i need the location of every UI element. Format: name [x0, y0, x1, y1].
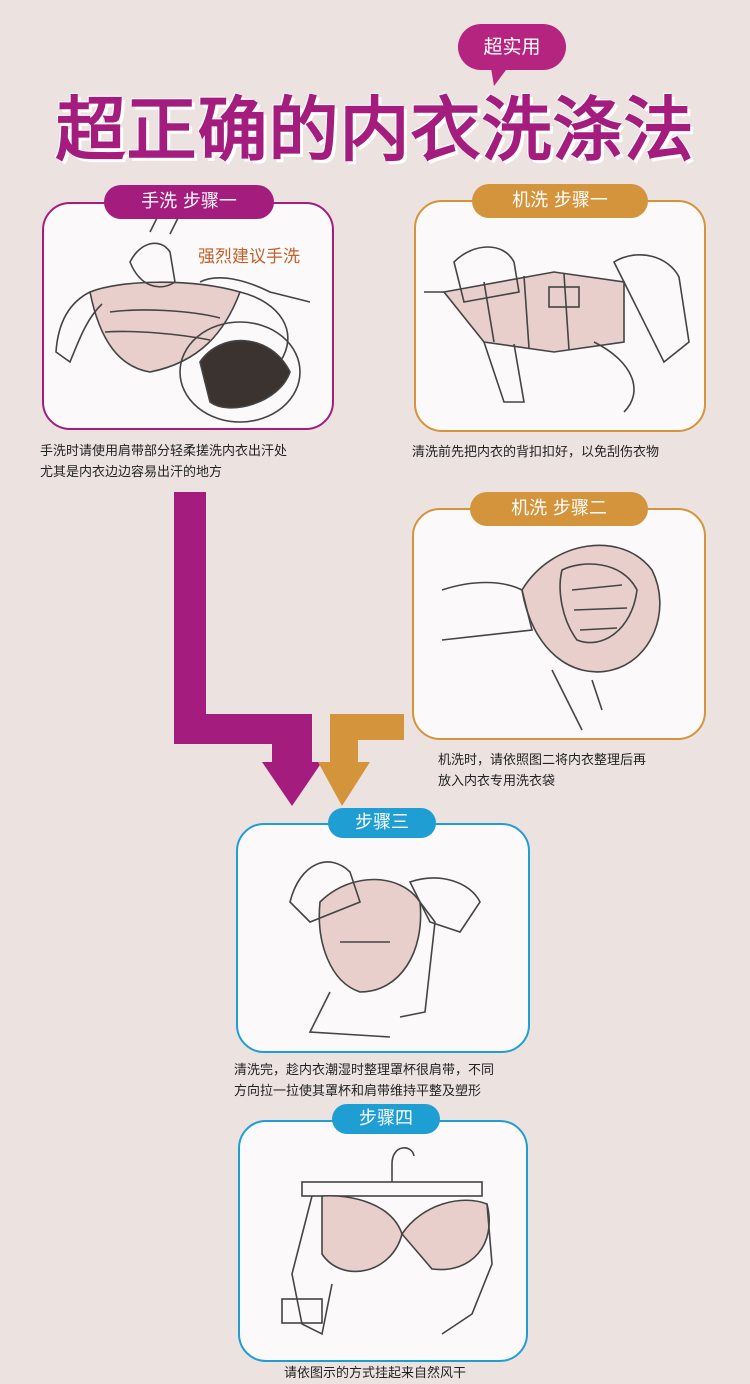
step4-caption: 请依图示的方式挂起来自然风干 — [284, 1366, 467, 1381]
machine-step1-caption: 清洗前先把内衣的背扣扣好，以免刮伤衣物 — [412, 445, 660, 460]
step4-label: 步骤四 — [332, 1104, 440, 1134]
hand-flow-arrow — [174, 492, 322, 806]
machine-step2-label: 机洗 步骤二 — [470, 492, 648, 526]
bubble-tail-icon — [490, 62, 512, 86]
machine-flow-arrow — [318, 714, 404, 806]
hand-step1-label: 手洗 步骤一 — [104, 185, 274, 219]
shaping-bra-illustration — [289, 861, 481, 1038]
hand-step1-caption-1: 手洗时请使用肩带部分轻柔搓洗内衣出汗处 — [40, 444, 288, 459]
bra-clasp-illustration — [424, 246, 690, 413]
hand-step1-caption-2: 尤其是内衣边边容易出汗的地方 — [40, 465, 223, 480]
step3-caption-1: 清洗完，趁内衣潮湿时整理罩杯很肩带，不同 — [234, 1063, 495, 1078]
page-title: 超正确的内衣洗涤法 — [55, 89, 695, 171]
hand-wash-illustration — [55, 211, 311, 423]
folded-bra-illustration — [441, 544, 661, 731]
machine-step1-label: 机洗 步骤一 — [472, 184, 648, 218]
step3-caption-2: 方向拉一拉使其罩杯和肩带维持平整及塑形 — [234, 1084, 482, 1099]
hanging-bra-illustration — [281, 1147, 493, 1336]
machine-step2-caption-2: 放入内衣专用洗衣袋 — [438, 774, 556, 789]
badge-bubble: 超实用 — [458, 24, 566, 70]
machine-step2-caption-1: 机洗时，请依照图二将内衣整理后再 — [438, 753, 647, 768]
step3-label: 步骤三 — [328, 808, 436, 838]
hand-step1-note: 强烈建议手洗 — [198, 247, 300, 267]
